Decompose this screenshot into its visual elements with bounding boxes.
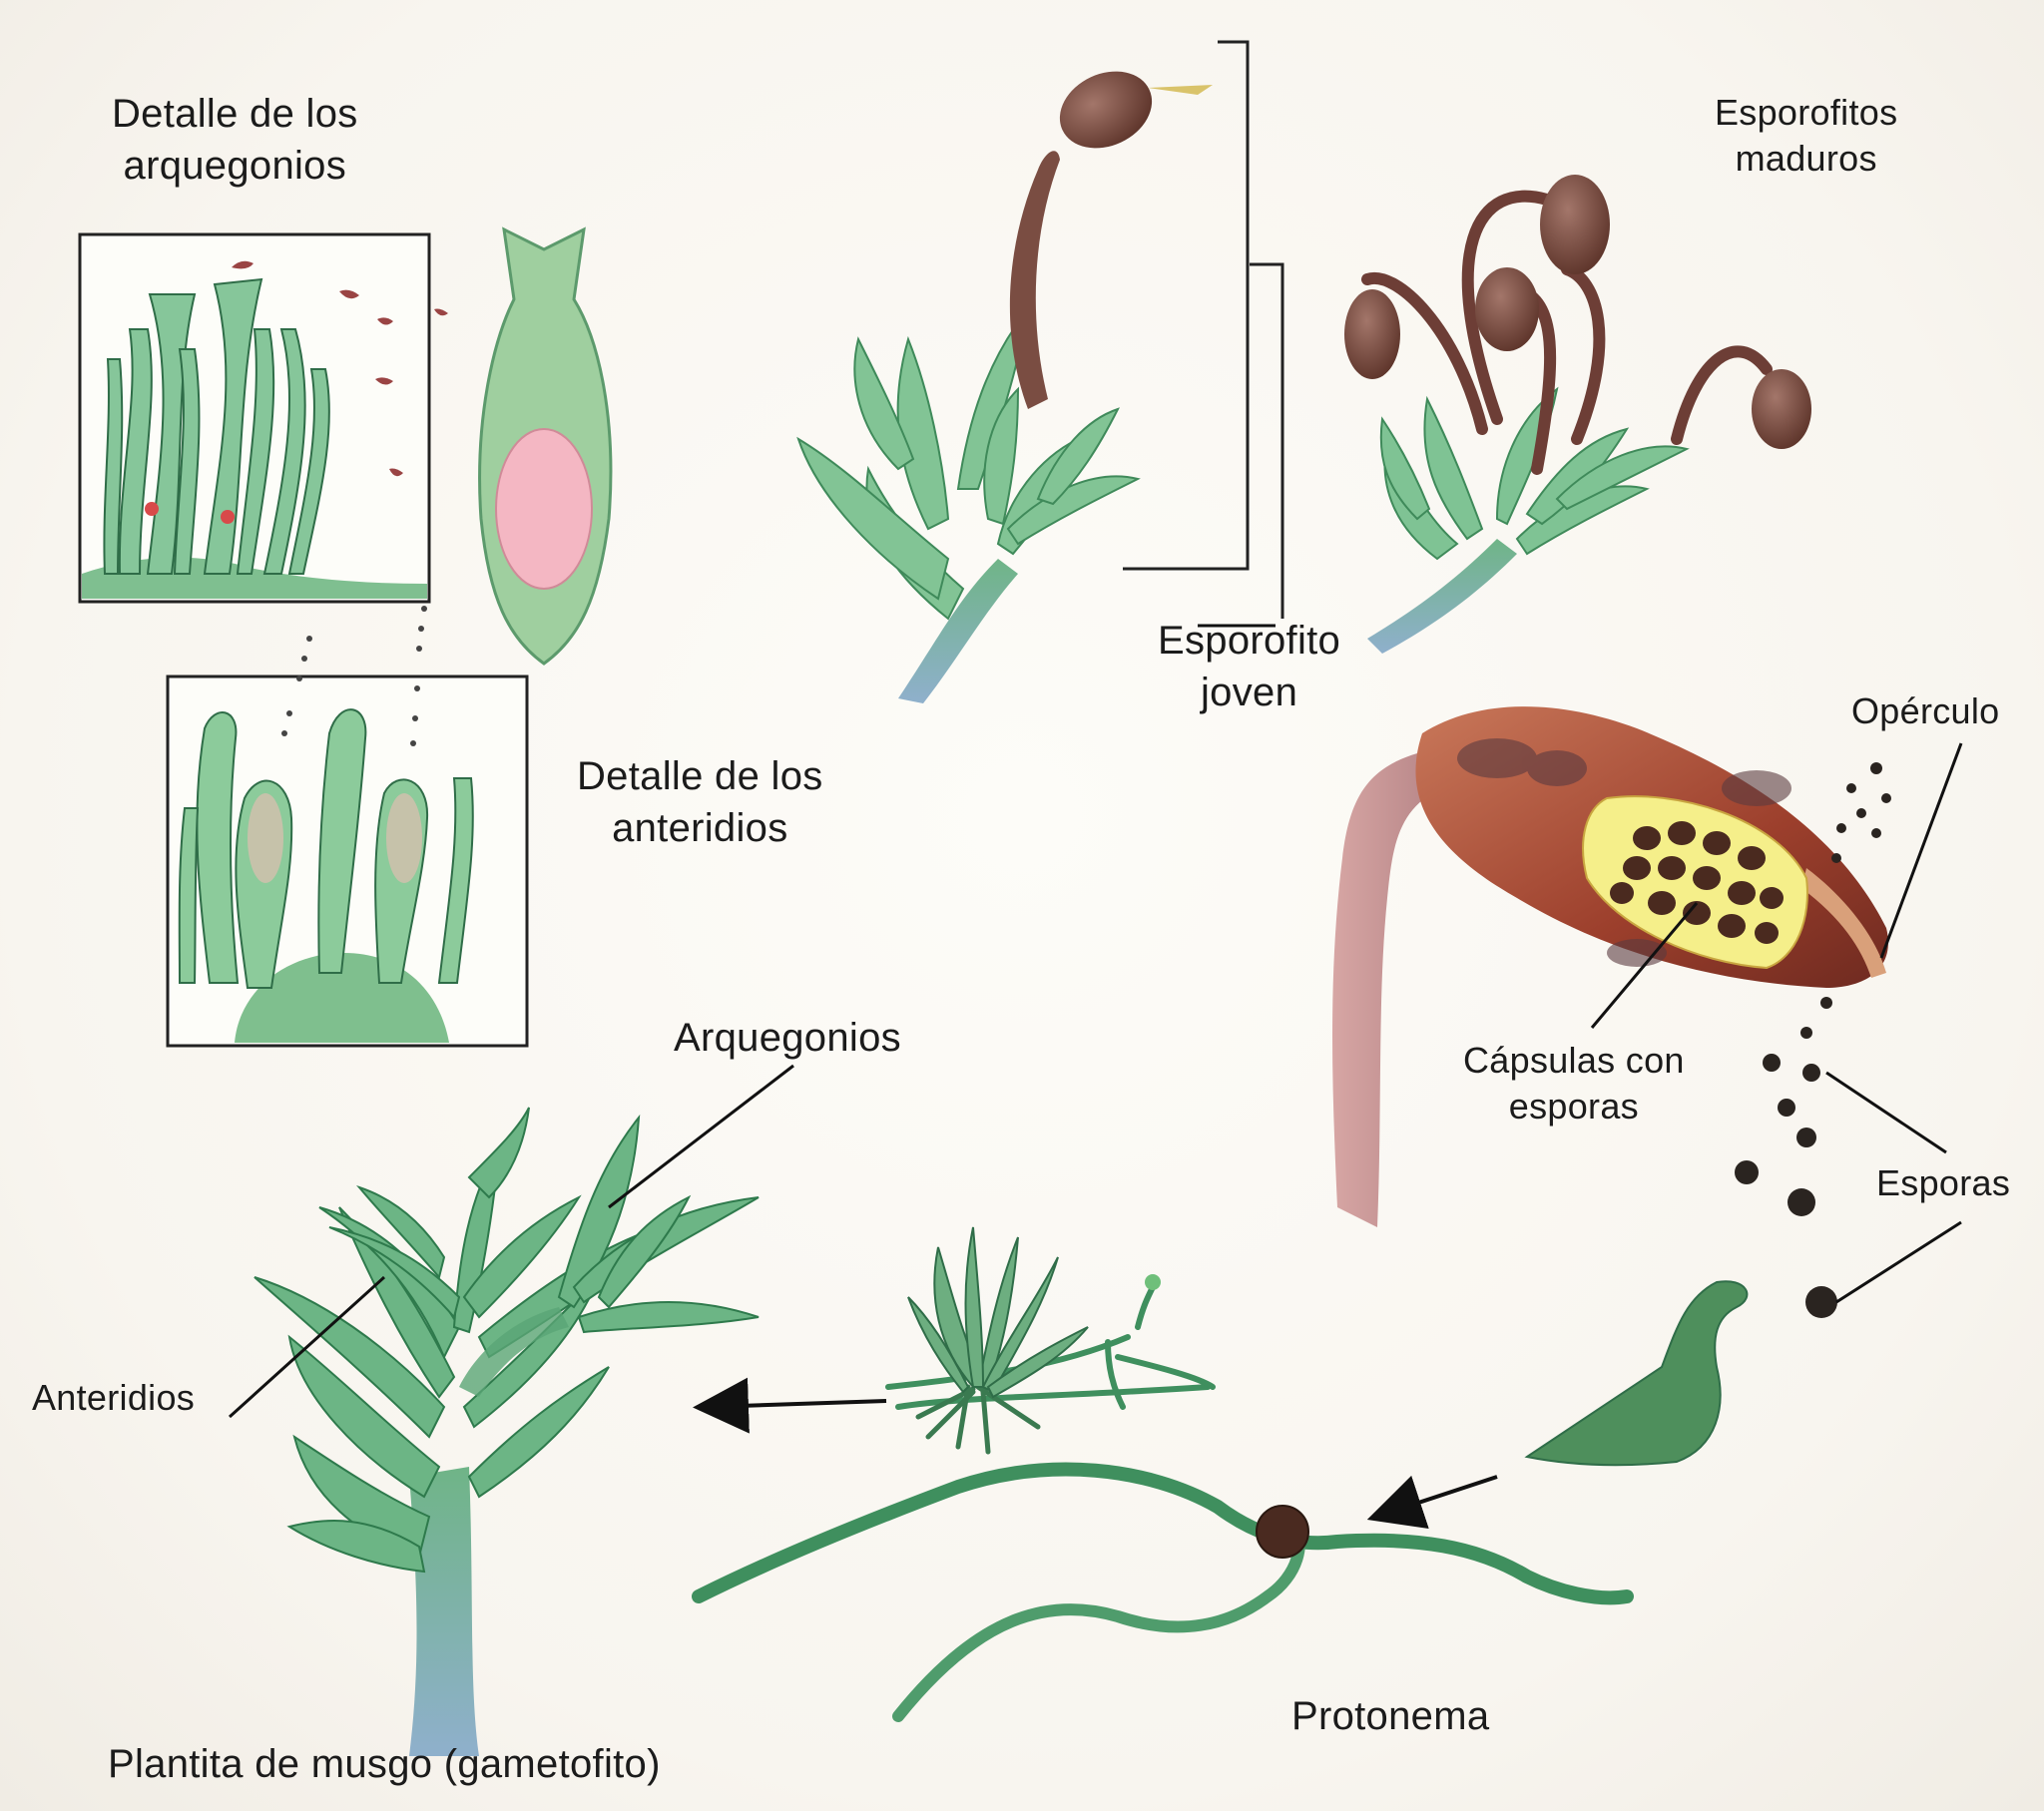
cycle-arrows	[693, 1377, 1498, 1530]
arrow-to-gametophyte	[693, 1377, 887, 1434]
label-archegonia-detail: Detalle de los arquegonios	[112, 88, 358, 192]
label-young-sporophyte-line1: Esporofito	[1158, 619, 1341, 663]
label-spores: Esporas	[1876, 1162, 2011, 1203]
label-archegonia: Arquegonios	[674, 1016, 901, 1060]
label-protonema: Protonema	[1291, 1694, 1490, 1738]
capsule-cross-section	[1332, 706, 1888, 1227]
label-mature-sporophytes-line2: maduros	[1735, 138, 1877, 179]
archegonia-detail-box	[78, 232, 448, 604]
spore-mass	[1610, 821, 1784, 944]
label-antheridia-detail: Detalle de los anteridios	[577, 750, 823, 854]
label-gametophyte: Plantita de musgo (gametofito)	[108, 1742, 661, 1786]
gametophyte-plant	[254, 1107, 760, 1756]
archegonium-flask	[478, 226, 613, 666]
label-capsules-line1: Cápsulas con	[1463, 1040, 1685, 1081]
label-capsules-line2: esporas	[1508, 1086, 1639, 1127]
falling-spores	[1735, 762, 1891, 1318]
leader-capsules	[1590, 902, 1699, 1029]
leader-spores-lower	[1835, 1220, 1962, 1304]
leader-antheridia	[228, 1275, 386, 1419]
young-sporophyte-bracket	[1123, 40, 1284, 619]
label-capsules: Cápsulas con esporas	[1463, 1038, 1685, 1130]
mature-sporophytes-plant	[1344, 175, 1811, 654]
label-mature-sporophytes: Esporofitos maduros	[1715, 90, 1897, 182]
label-mature-sporophytes-line1: Esporofitos	[1715, 92, 1898, 133]
label-young-sporophyte: Esporofito joven	[1158, 615, 1340, 718]
young-sporophyte-plant	[796, 71, 1213, 703]
young-gametophyte-bud	[885, 1226, 1216, 1455]
label-antheridia-detail-line2: anteridios	[612, 806, 788, 850]
label-antheridia-detail-line1: Detalle de los	[577, 754, 823, 798]
label-young-sporophyte-line2: joven	[1200, 671, 1298, 714]
leader-operculum	[1879, 742, 1963, 959]
germinating-spore	[1524, 1280, 1749, 1467]
leader-lines	[228, 624, 1963, 1419]
antheridia-detail-box	[166, 675, 529, 1048]
label-antheridia: Anteridios	[32, 1377, 196, 1418]
sperm-trail	[281, 606, 427, 746]
protonema-filaments	[692, 1462, 1634, 1722]
label-operculum: Opérculo	[1851, 690, 2000, 731]
label-archegonia-detail-line1: Detalle de los	[112, 92, 358, 136]
label-archegonia-detail-line2: arquegonios	[123, 144, 347, 188]
arrow-to-protonema	[1366, 1475, 1498, 1530]
leader-spores-upper	[1825, 1071, 1947, 1154]
leader-archegonia	[608, 1064, 794, 1209]
